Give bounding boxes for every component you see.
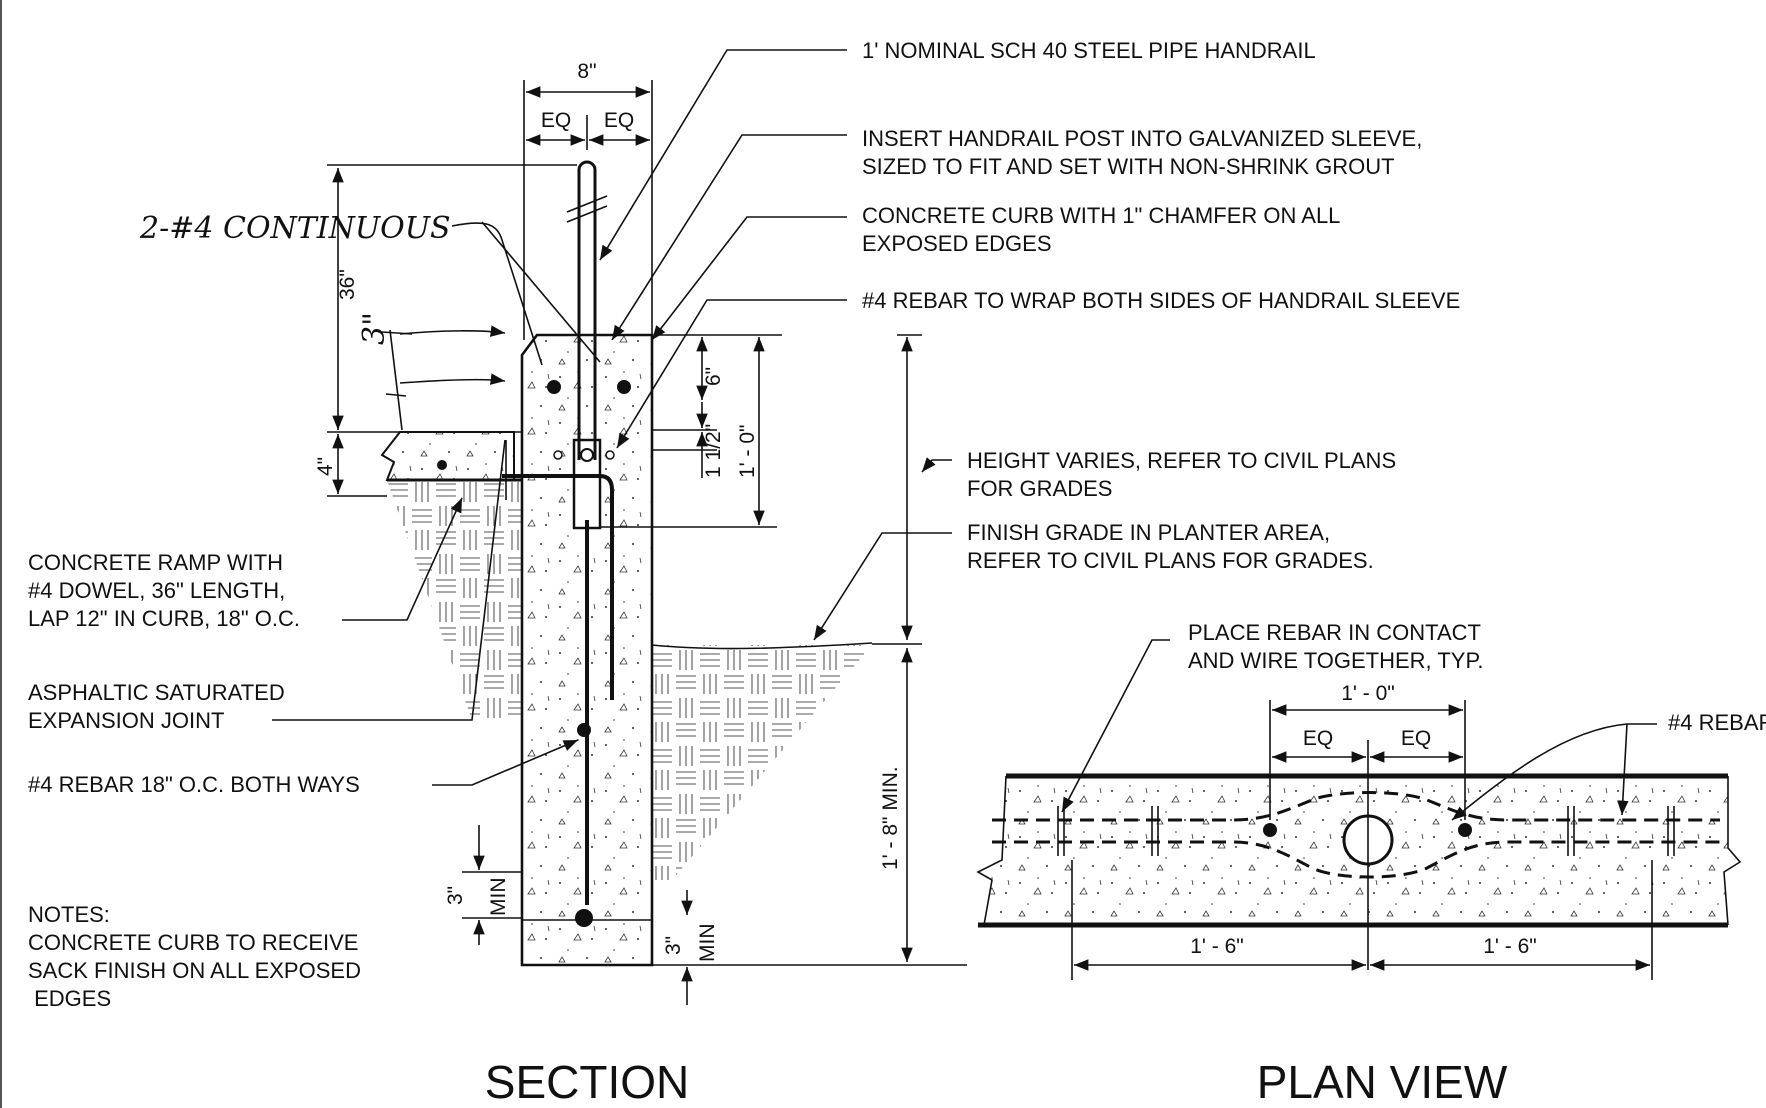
section-title: SECTION xyxy=(485,1056,689,1108)
dim-right-vertical xyxy=(462,334,967,1005)
plan-rebar-dot xyxy=(1263,823,1277,837)
plan-rebar-ticks xyxy=(1057,806,1675,856)
plan-dims-top xyxy=(1269,700,1466,970)
plan-dim-1-6-right: 1' - 6" xyxy=(1483,935,1536,958)
rebar-dot xyxy=(577,723,591,737)
note-ramp-3: LAP 12" IN CURB, 18" O.C. xyxy=(28,606,300,631)
dim-label-3-left: 3" xyxy=(444,886,467,905)
callout-handrail: 1' NOMINAL SCH 40 STEEL PIPE HANDRAIL xyxy=(862,38,1316,63)
dim-left-vertical xyxy=(327,164,577,497)
handwritten-dim: 3" xyxy=(357,312,392,345)
plan-rebar-dot xyxy=(1458,823,1472,837)
dim-label-4: 4" xyxy=(314,457,337,476)
dim-label-1-1-2: 1 1/2" xyxy=(702,424,725,478)
callout-rebar-wrap: #4 REBAR TO WRAP BOTH SIDES OF HANDRAIL … xyxy=(862,288,1460,313)
rebar-dot xyxy=(553,450,563,460)
plan-view: 1' - 0" EQ EQ 1' - 6" 1' - 6" PLACE REBA… xyxy=(976,620,1766,1108)
plan-dims-bottom xyxy=(1071,860,1653,980)
handrail-post xyxy=(566,160,608,462)
plan-dim-eq-left: EQ xyxy=(1303,727,1333,750)
dim-label-8: 8" xyxy=(577,60,596,83)
dim-label-eq-right: EQ xyxy=(604,109,634,132)
dim-label-6: 6" xyxy=(702,367,725,386)
plan-dim-1-0: 1' - 0" xyxy=(1341,682,1394,705)
rebar-dot xyxy=(437,460,447,470)
notes-line-1: CONCRETE CURB TO RECEIVE xyxy=(28,930,358,955)
dim-label-min-left: MIN xyxy=(487,878,510,917)
callout-sleeve-2: SIZED TO FIT AND SET WITH NON-SHRINK GRO… xyxy=(862,154,1395,179)
note-ramp-1: CONCRETE RAMP WITH xyxy=(28,550,283,575)
dim-label-1-8: 1' - 8" MIN. xyxy=(879,766,902,870)
finish-grade-line xyxy=(651,642,873,650)
handwritten-spacing xyxy=(381,325,506,431)
callout-grade-2: REFER TO CIVIL PLANS FOR GRADES. xyxy=(967,548,1374,573)
callout-curb-1: CONCRETE CURB WITH 1" CHAMFER ON ALL xyxy=(862,203,1340,228)
rebar-dot xyxy=(605,450,615,460)
plan-callout-2: AND WIRE TOGETHER, TYP. xyxy=(1188,648,1483,673)
soil-hatch-left xyxy=(387,480,522,720)
plan-dim-1-6-left: 1' - 6" xyxy=(1190,935,1243,958)
callout-height-2: FOR GRADES xyxy=(967,476,1112,501)
plan-callout-1: PLACE REBAR IN CONTACT xyxy=(1188,620,1481,645)
plan-dim-eq-right: EQ xyxy=(1401,727,1431,750)
handwritten-note: 2-#4 CONTINUOUS xyxy=(139,211,451,246)
dim-label-eq-left: EQ xyxy=(541,109,571,132)
rebar-dot xyxy=(575,909,593,927)
callout-sleeve-1: INSERT HANDRAIL POST INTO GALVANIZED SLE… xyxy=(862,126,1422,151)
dim-label-min-right: MIN xyxy=(696,924,719,963)
callout-grade-1: FINISH GRADE IN PLANTER AREA, xyxy=(967,520,1330,545)
note-joint-1: ASPHALTIC SATURATED xyxy=(28,680,285,705)
callout-leaders xyxy=(272,49,952,786)
rebar-dot xyxy=(547,380,561,394)
notes-heading: NOTES: xyxy=(28,902,110,927)
concrete-ramp xyxy=(380,431,515,481)
plan-rebar-label: #4 REBAR xyxy=(1668,710,1766,735)
dim-label-1-0: 1' - 0" xyxy=(736,425,759,478)
plan-title: PLAN VIEW xyxy=(1257,1056,1508,1108)
plan-rebar-top xyxy=(992,791,1720,822)
callout-height-1: HEIGHT VARIES, REFER TO CIVIL PLANS xyxy=(967,448,1396,473)
ramp-dowel xyxy=(502,474,614,700)
section-view: 8" EQ EQ 36" 4" 3" 2-#4 CONTINUOUS xyxy=(28,38,1460,1108)
note-joint-2: EXPANSION JOINT xyxy=(28,708,224,733)
callout-curb-2: EXPOSED EDGES xyxy=(862,231,1052,256)
note-ramp-2: #4 DOWEL, 36" LENGTH, xyxy=(28,578,285,603)
dim-label-3-right: 3" xyxy=(662,936,685,955)
notes-line-3: EDGES xyxy=(28,986,111,1011)
notes-line-2: SACK FINISH ON ALL EXPOSED xyxy=(28,958,361,983)
dim-label-36: 36" xyxy=(336,269,359,300)
dim-width-8 xyxy=(523,80,653,340)
note-rebar: #4 REBAR 18" O.C. BOTH WAYS xyxy=(28,772,360,797)
plan-rebar-bottom xyxy=(992,840,1720,879)
rebar-dot xyxy=(617,380,631,394)
soil-hatch-right xyxy=(652,645,872,880)
